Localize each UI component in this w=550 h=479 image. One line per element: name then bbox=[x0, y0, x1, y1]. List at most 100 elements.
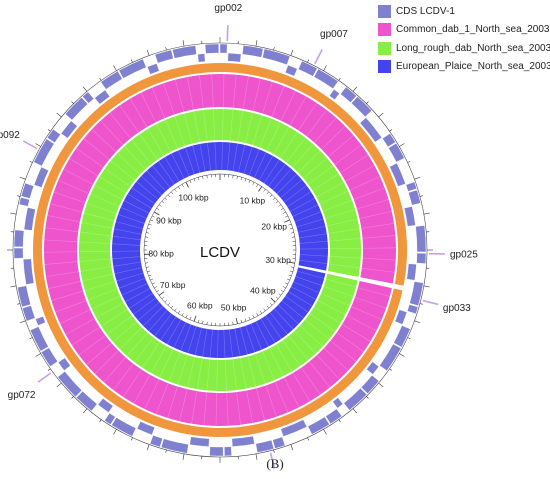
ring-stripe bbox=[94, 185, 123, 200]
cds-segment bbox=[17, 285, 31, 308]
ring-stripe bbox=[112, 321, 137, 343]
cds-segment bbox=[382, 133, 396, 148]
outer-tick bbox=[414, 320, 421, 324]
outer-tick bbox=[82, 408, 88, 414]
kbp-tick bbox=[263, 188, 266, 192]
kbp-tick-scale bbox=[143, 173, 297, 327]
outer-tick bbox=[399, 143, 405, 147]
ring-stripe bbox=[168, 352, 181, 382]
kbp-tick bbox=[283, 286, 286, 289]
gene-pointer bbox=[314, 49, 323, 65]
ring-stripe bbox=[123, 369, 142, 398]
cds-segment bbox=[33, 166, 49, 188]
ring-stripe bbox=[143, 306, 164, 327]
kbp-tick bbox=[258, 186, 263, 192]
legend-swatch bbox=[378, 23, 391, 37]
outer-tick bbox=[419, 303, 423, 305]
ring-stripe bbox=[325, 209, 356, 219]
ring-stripe bbox=[274, 381, 289, 413]
outer-tick bbox=[290, 49, 294, 56]
ring-stripe bbox=[151, 87, 166, 119]
ring-stripe bbox=[265, 315, 282, 339]
cds-segment bbox=[388, 143, 405, 163]
legend-item-long-rough-dab: Long_rough_dab_North_sea_2003 bbox=[378, 39, 550, 58]
kbp-tick bbox=[206, 321, 208, 325]
ring-stripe bbox=[156, 123, 171, 152]
outer-tick bbox=[113, 65, 117, 71]
cds-segment bbox=[280, 419, 308, 437]
ring-stripe bbox=[86, 343, 112, 365]
ring-stripe bbox=[246, 390, 253, 423]
outer-tick bbox=[165, 449, 167, 453]
comparison-rings bbox=[32, 63, 407, 438]
gene-pointer bbox=[226, 25, 229, 42]
kbp-tick bbox=[240, 177, 243, 181]
outer-tick bbox=[290, 444, 294, 451]
ring-stripe bbox=[240, 358, 247, 389]
cds-segment bbox=[209, 446, 224, 457]
ring-stripe bbox=[217, 329, 219, 358]
outer-tick bbox=[366, 396, 369, 399]
ring-stripe bbox=[147, 128, 165, 156]
kbp-tick bbox=[284, 219, 290, 223]
ring-stripe bbox=[327, 218, 358, 227]
kbp-tick bbox=[202, 175, 204, 180]
ring-stripe bbox=[349, 176, 381, 191]
legend-label: Long_rough_dab_North_sea_2003 bbox=[396, 42, 550, 54]
kbp-tick bbox=[148, 223, 152, 226]
outer-tick bbox=[165, 47, 167, 51]
ring-stripe bbox=[266, 122, 281, 151]
legend-swatch bbox=[378, 60, 391, 74]
ring-stripe bbox=[234, 328, 241, 357]
cds-segment bbox=[46, 128, 61, 143]
ring-stripe bbox=[238, 144, 246, 173]
ring-stripe bbox=[248, 149, 260, 176]
ring-stripe bbox=[45, 227, 79, 233]
ring-stripe bbox=[292, 372, 311, 402]
kbp-tick bbox=[145, 236, 149, 238]
outer-tick bbox=[273, 47, 275, 51]
ring-stripe bbox=[297, 150, 321, 173]
outer-tick bbox=[19, 320, 26, 324]
ring-stripe bbox=[209, 329, 213, 358]
outer-tick bbox=[71, 396, 74, 399]
ring-stripe bbox=[281, 300, 304, 319]
ring-stripe bbox=[346, 315, 377, 331]
ring-stripe bbox=[150, 345, 167, 374]
legend-item-cds: CDS LCDV-1 bbox=[378, 2, 550, 21]
kbp-tick bbox=[158, 291, 165, 296]
cds-segment bbox=[82, 91, 95, 104]
ring-stripe bbox=[329, 263, 360, 269]
ring-stripe bbox=[121, 283, 148, 296]
ring-stripe bbox=[131, 139, 152, 165]
ring-stripe bbox=[222, 74, 225, 108]
ring-stripe bbox=[330, 340, 357, 362]
kbp-tick bbox=[181, 313, 184, 316]
ring-stripe bbox=[329, 256, 361, 259]
cds-segment bbox=[13, 247, 24, 259]
gene-pointer bbox=[37, 372, 52, 383]
ring-stripe bbox=[175, 79, 185, 112]
cds-segment bbox=[154, 49, 174, 64]
ring-stripe bbox=[125, 288, 150, 303]
ring-stripe bbox=[120, 207, 147, 219]
ring-stripe bbox=[124, 146, 146, 170]
gene-label-gp072: gp072 bbox=[8, 390, 36, 401]
kbp-tick bbox=[193, 178, 196, 182]
ring-stripe bbox=[174, 116, 186, 146]
kbp-tick bbox=[158, 204, 162, 207]
kbp-tick bbox=[170, 191, 174, 195]
ring-stripe bbox=[114, 228, 142, 235]
kbp-tick bbox=[244, 178, 247, 182]
outer-tick bbox=[146, 444, 150, 451]
kbp-tick bbox=[235, 318, 238, 325]
outer-tick bbox=[99, 419, 102, 423]
outer-tick bbox=[407, 160, 411, 163]
ring-stripe bbox=[112, 235, 141, 241]
ring-stripe bbox=[316, 354, 340, 380]
ring-stripe bbox=[361, 223, 395, 229]
ring-stripe bbox=[222, 109, 224, 141]
ring-stripe bbox=[165, 119, 178, 149]
kbp-tick bbox=[164, 197, 168, 201]
cds-segment bbox=[64, 97, 88, 121]
